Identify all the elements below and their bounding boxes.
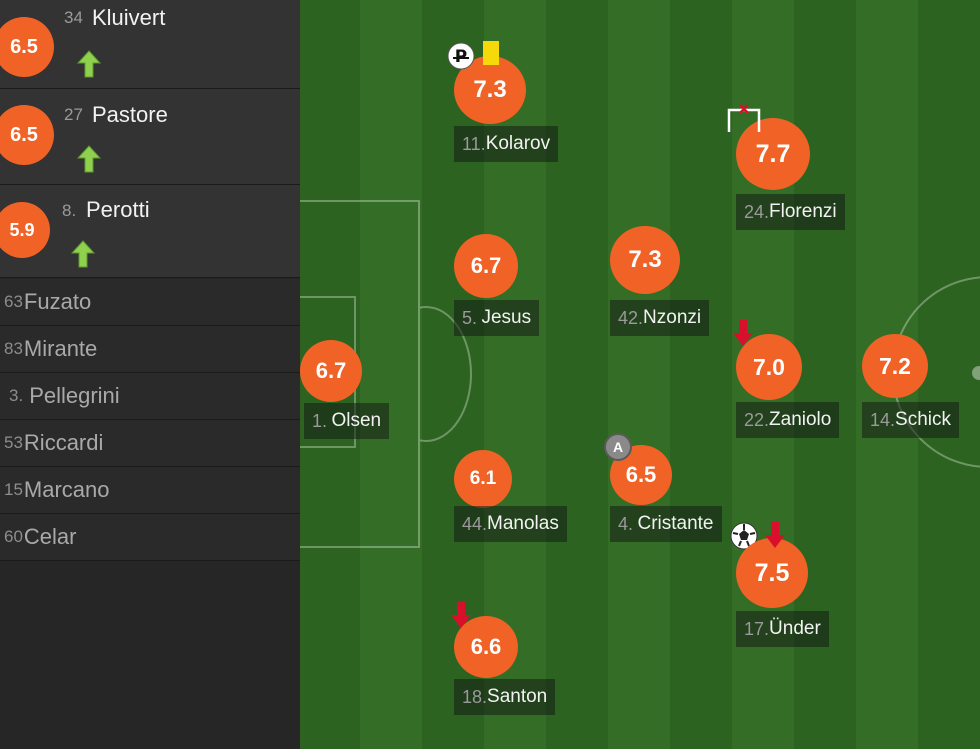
player-number: 34 — [64, 8, 83, 27]
substitution-out-arrow-icon — [765, 522, 785, 548]
player-label: 42.Nzonzi — [610, 300, 710, 336]
player-label: 17.Ünder — [736, 611, 829, 647]
player-name: Cristante — [637, 513, 714, 534]
captain-badge-icon: A — [604, 433, 632, 461]
goal-ball-icon — [730, 522, 758, 550]
penalty-icon: P — [447, 42, 475, 70]
player-number: 1. — [312, 410, 328, 431]
player-name: Pastore — [92, 102, 168, 127]
rating-badge: 5.9 — [0, 202, 50, 258]
player-name: Ünder — [769, 618, 821, 639]
player-name: Celar — [23, 524, 77, 549]
player-number: 4. — [618, 513, 634, 534]
rating-badge: 6.7 — [454, 234, 518, 298]
grass-stripe — [546, 0, 608, 749]
player-number: 18. — [462, 686, 488, 707]
player-label: 22.Zaniolo — [736, 402, 840, 438]
player-number: 15 — [4, 480, 23, 499]
player-number: 11. — [462, 133, 486, 154]
player-label: 11.Kolarov — [454, 126, 559, 162]
rating-badge: 6.1 — [454, 450, 512, 508]
player-name: Florenzi — [769, 201, 837, 222]
bench-player-row[interactable]: 3. Pellegrini — [0, 373, 300, 420]
player-name: Santon — [487, 686, 548, 707]
player-label: 5. Jesus — [454, 300, 540, 336]
substitute-row[interactable]: 6.5 27 Pastore — [0, 89, 300, 185]
center-spot — [972, 366, 980, 380]
bench-player-row[interactable]: 60 Celar — [0, 514, 300, 561]
player-label: 4. Cristante — [610, 506, 722, 542]
rating-badge: 6.5 — [0, 105, 54, 165]
bench-player-row[interactable]: 53 Riccardi — [0, 420, 300, 467]
rating-badge: 6.6 — [454, 616, 518, 678]
player-number: 63 — [4, 292, 23, 311]
rating-badge: 7.5 — [736, 538, 808, 608]
player-number: 14. — [870, 409, 896, 430]
substitution-out-arrow-icon — [733, 320, 753, 346]
player-name: Riccardi — [23, 430, 104, 455]
player-name: Jesus — [481, 307, 532, 328]
player-name: Marcano — [23, 477, 110, 502]
player-label: 18.Santon — [454, 679, 556, 715]
player-name: Fuzato — [23, 289, 92, 314]
player-number: 42. — [618, 307, 644, 328]
bench-player-row[interactable]: 15 Marcano — [0, 467, 300, 514]
player-name: Kluivert — [92, 5, 166, 30]
rating-badge: 7.2 — [862, 334, 928, 398]
rating-badge: 7.3 — [454, 56, 526, 124]
penalty-area-line — [300, 200, 420, 548]
player-number: 83 — [4, 339, 23, 358]
player-number: 27 — [64, 105, 83, 124]
yellow-card-icon — [483, 41, 499, 65]
player-label: 14.Schick — [862, 402, 959, 438]
rating-badge: 6.7 — [300, 340, 362, 402]
rating-badge: 6.5 — [0, 17, 54, 77]
player-label: 24.Florenzi — [736, 194, 845, 230]
player-name: Mirante — [23, 336, 98, 361]
substitution-out-arrow-icon — [451, 602, 471, 628]
player-name: Pellegrini — [29, 383, 120, 408]
player-number: 44. — [462, 513, 488, 534]
player-number: 17. — [744, 618, 770, 639]
player-number: 53 — [4, 433, 23, 452]
player-number: 5. — [462, 307, 478, 328]
player-name: Manolas — [487, 513, 559, 534]
substitution-in-arrow-icon — [77, 145, 101, 173]
assist-corner-icon — [727, 104, 761, 132]
player-label: 1. Olsen — [304, 403, 390, 439]
player-name: Kolarov — [485, 133, 551, 154]
player-number: 60 — [4, 527, 23, 546]
rating-badge: 7.7 — [736, 118, 810, 190]
substitute-row[interactable]: 5.9 8. Perotti — [0, 185, 300, 278]
bench-player-row[interactable]: 83 Mirante — [0, 326, 300, 373]
player-number: 3. — [9, 386, 24, 405]
rating-badge: 7.0 — [736, 334, 802, 400]
grass-stripe — [608, 0, 670, 749]
player-name: Olsen — [331, 410, 382, 431]
bench-player-row[interactable]: 63 Fuzato — [0, 279, 300, 326]
substitute-row[interactable]: 6.5 34 Kluivert — [0, 0, 300, 89]
player-name: Nzonzi — [643, 307, 702, 328]
grass-stripe — [360, 0, 422, 749]
grass-stripe — [670, 0, 732, 749]
rating-badge: 7.3 — [610, 226, 680, 294]
player-name: Zaniolo — [769, 409, 832, 430]
player-number: 8. — [62, 201, 77, 220]
substitution-in-arrow-icon — [77, 50, 101, 78]
player-number: 22. — [744, 409, 770, 430]
player-name: Perotti — [86, 197, 150, 222]
substitutes-panel: 6.5 34 Kluivert 6.5 27 Pastore 5.9 8. Pe… — [0, 0, 300, 749]
player-number: 24. — [744, 201, 770, 222]
substitution-in-arrow-icon — [71, 240, 95, 268]
player-label: 44.Manolas — [454, 506, 567, 542]
player-name: Schick — [895, 409, 951, 430]
pitch: 6.7 1. Olsen 7.3 11.Kolarov P 6.7 5. Jes… — [300, 0, 980, 749]
